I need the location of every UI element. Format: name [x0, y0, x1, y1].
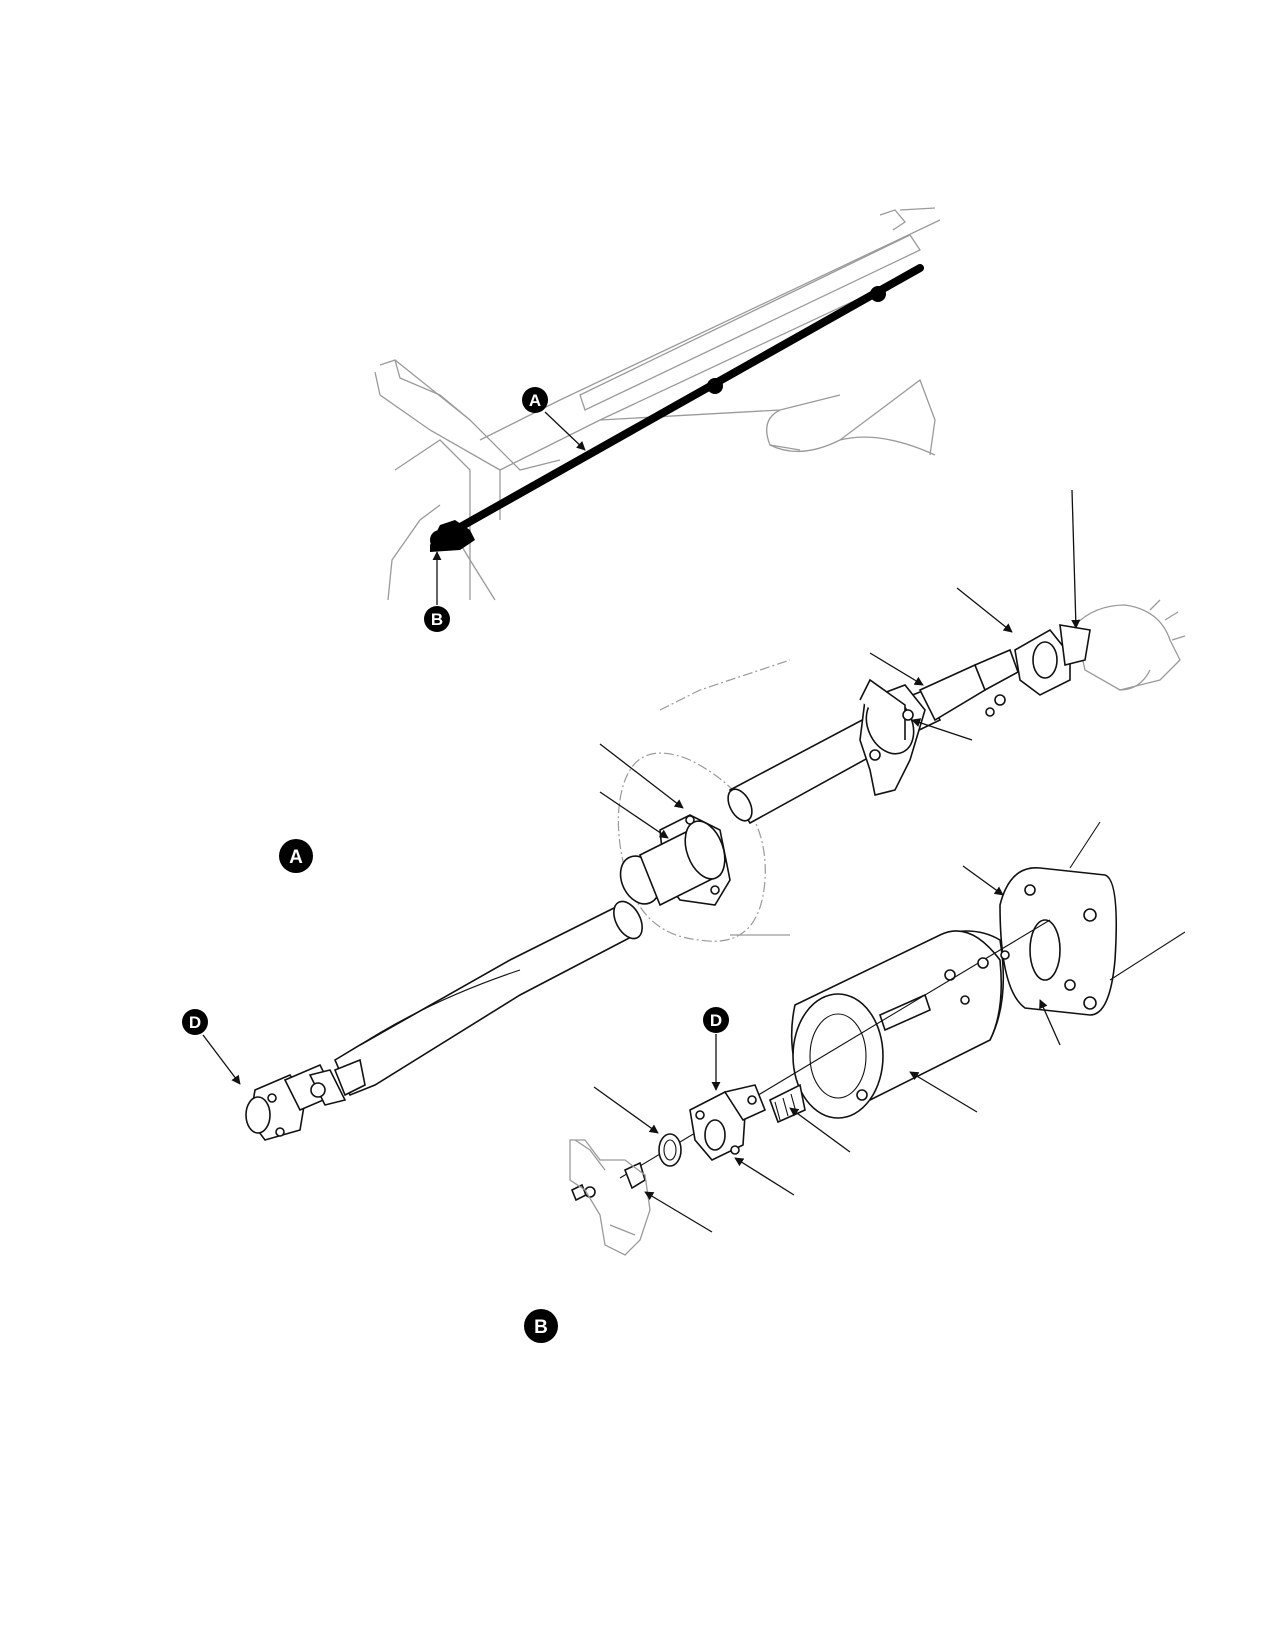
top-view-driveshaft — [430, 264, 924, 552]
fan-housing-end-plate — [999, 821, 1186, 1016]
detail-b-callout-d: D — [703, 1007, 729, 1091]
detail-b-label: B — [524, 1309, 558, 1343]
svg-text:D: D — [189, 1013, 201, 1032]
driveshaft-forward-section — [333, 900, 643, 1097]
washer — [658, 1133, 682, 1167]
top-callout-a: A — [522, 387, 586, 451]
svg-text:D: D — [710, 1011, 722, 1030]
bolt-and-nut — [570, 1161, 646, 1202]
fan-shaft-assembly — [619, 919, 1051, 1179]
forward-flexible-coupling — [245, 1058, 366, 1141]
detail-a-callout-d: D — [182, 1009, 241, 1085]
tail-gearbox-ghost — [1074, 599, 1186, 691]
svg-text:A: A — [289, 847, 303, 868]
detail-a-label: A — [279, 839, 313, 873]
svg-text:A: A — [529, 391, 541, 410]
aft-flexible-coupling — [985, 624, 1091, 717]
svg-text:B: B — [431, 610, 443, 629]
hanger-bearing-aft — [859, 678, 926, 796]
detail-a-leaders — [599, 489, 1081, 839]
aft-coupling-b — [689, 1084, 767, 1161]
fan-shaft-housing — [790, 930, 1005, 1119]
gearbox-bracket-ghost — [569, 1139, 651, 1256]
bulkhead-flange — [619, 814, 731, 907]
top-callout-b: B — [424, 551, 450, 632]
svg-text:B: B — [534, 1317, 548, 1338]
detail-b-leaders — [593, 865, 1061, 1233]
